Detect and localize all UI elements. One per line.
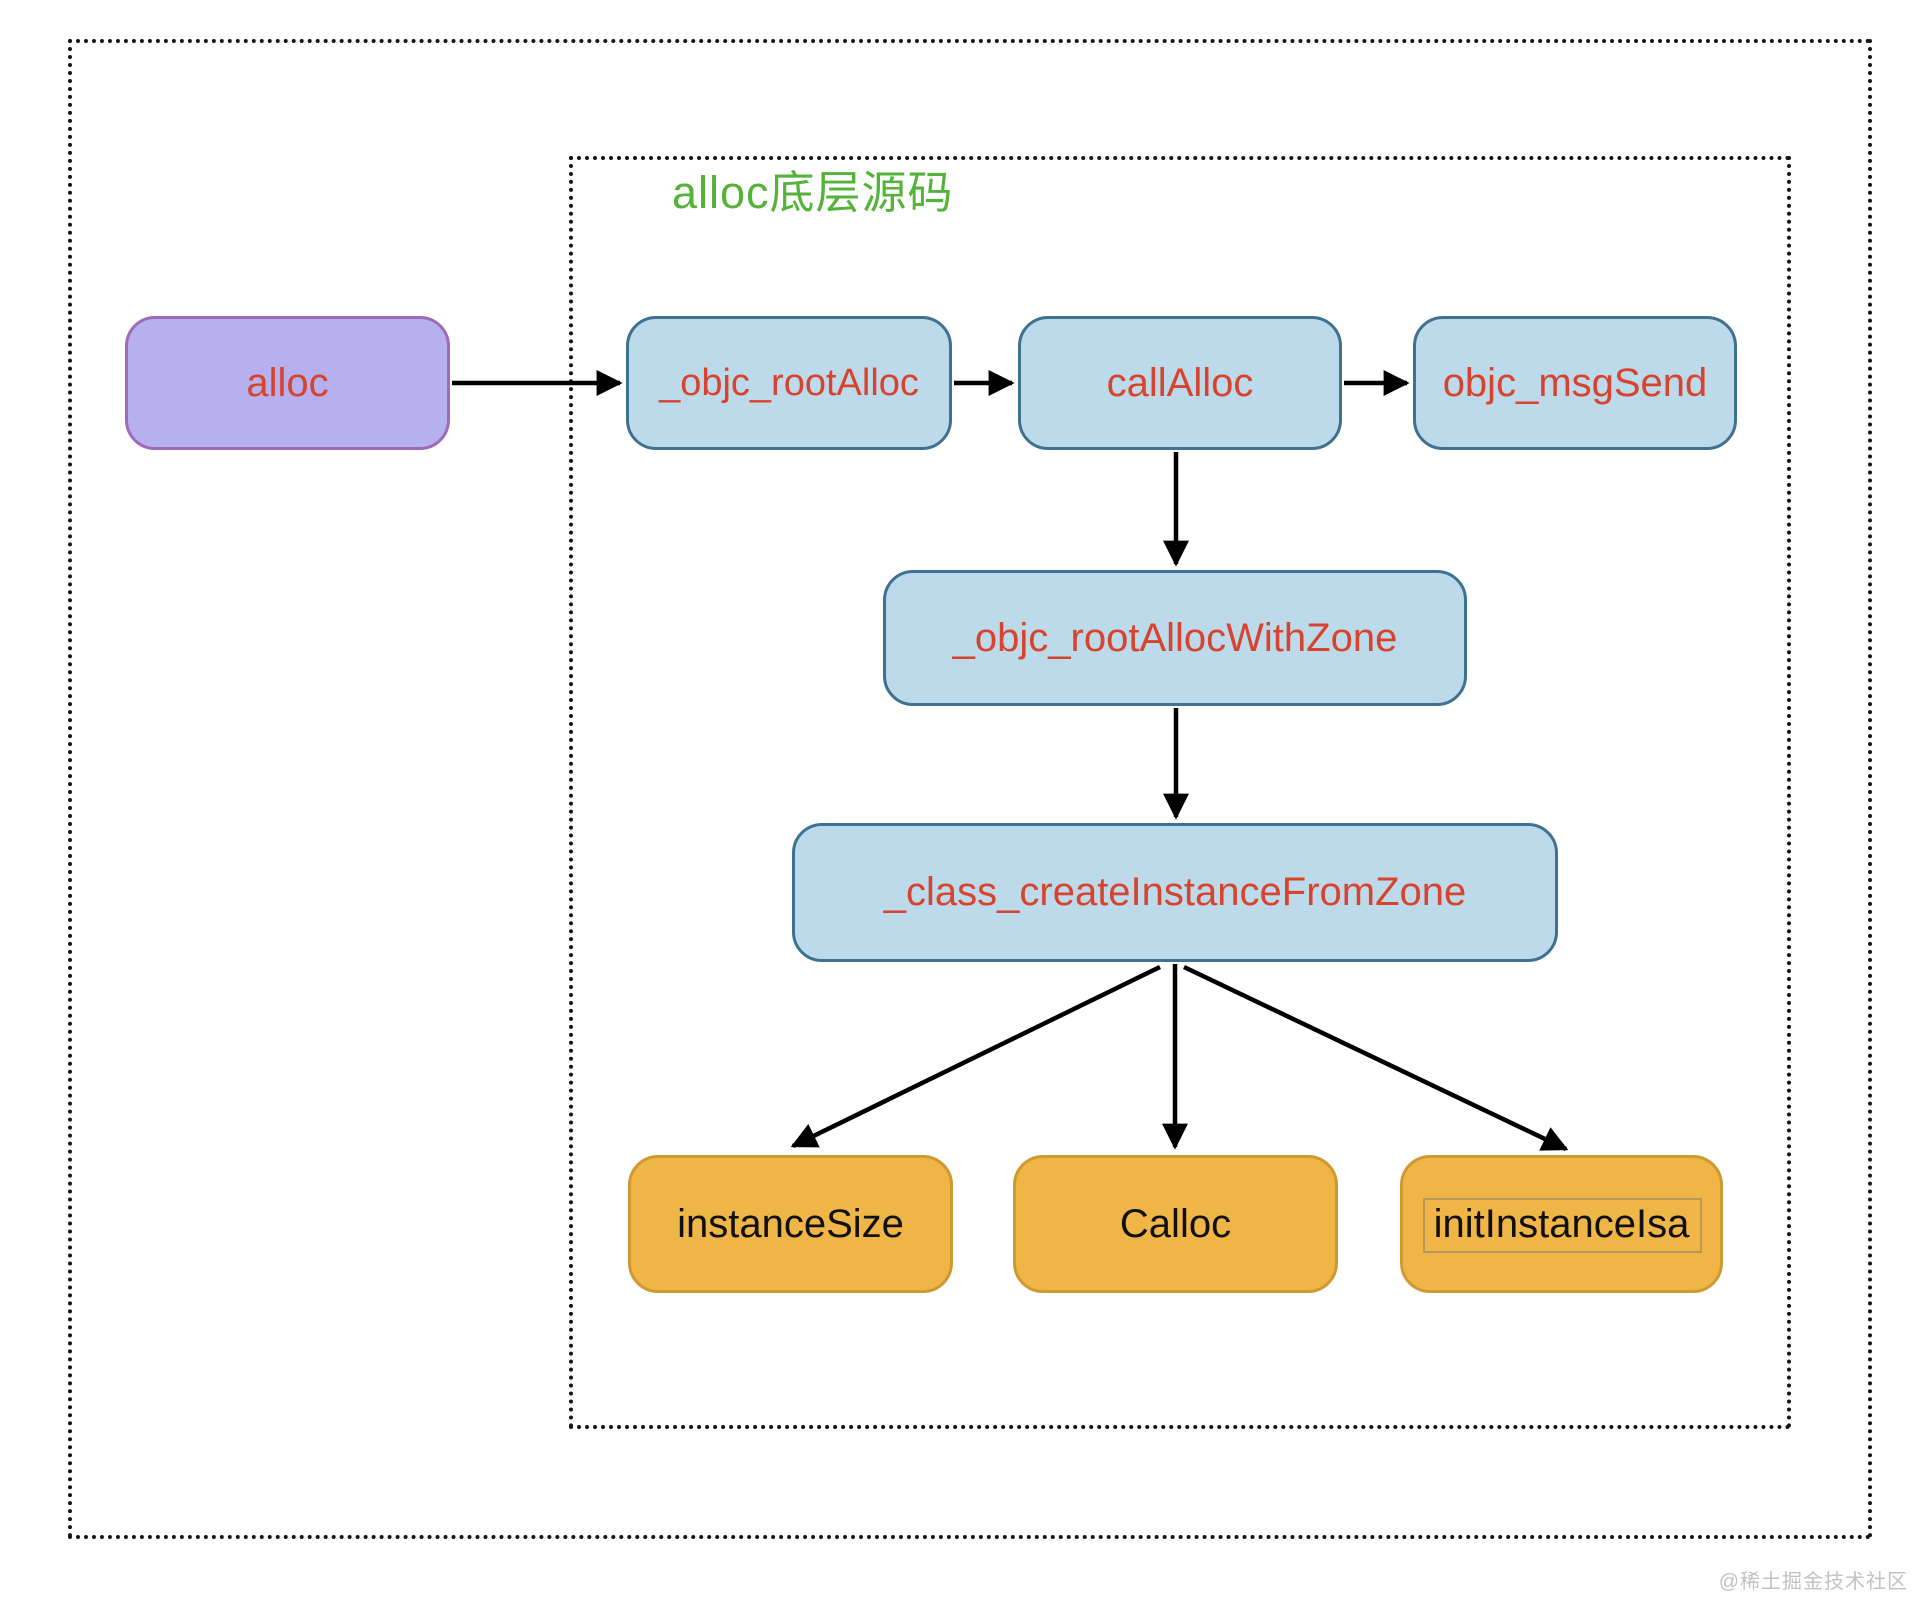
node-instancesize-label: instanceSize	[677, 1201, 904, 1246]
node-instancesize[interactable]: instanceSize	[628, 1155, 953, 1293]
node-objc-msgsend[interactable]: objc_msgSend	[1413, 316, 1737, 450]
node-objc-rootalloc-label: _objc_rootAlloc	[659, 361, 919, 404]
node-objc-rootallocwithzone-label: _objc_rootAllocWithZone	[952, 615, 1398, 660]
node-calloc[interactable]: Calloc	[1013, 1155, 1338, 1293]
arrow-createinstance-to-initisa	[1183, 964, 1569, 1152]
node-calloc-label: Calloc	[1119, 1201, 1232, 1246]
node-callalloc-label: callAlloc	[1106, 360, 1254, 405]
node-objc-msgsend-label: objc_msgSend	[1442, 360, 1708, 405]
arrow-createinstance-to-instancesize	[790, 964, 1161, 1149]
node-class-createinstancefromzone-label: _class_createInstanceFromZone	[883, 870, 1467, 914]
node-alloc-label: alloc	[246, 360, 329, 405]
node-objc-rootalloc[interactable]: _objc_rootAlloc	[626, 316, 952, 450]
node-initinstanceisa-label: initInstanceIsa	[1433, 1201, 1690, 1246]
node-class-createinstancefromzone[interactable]: _class_createInstanceFromZone	[792, 823, 1558, 962]
node-initinstanceisa[interactable]: initInstanceIsa	[1400, 1155, 1723, 1293]
node-objc-rootallocwithzone[interactable]: _objc_rootAllocWithZone	[883, 570, 1467, 706]
outer-dotted-frame	[68, 39, 1872, 1539]
node-callalloc[interactable]: callAlloc	[1018, 316, 1342, 450]
node-alloc[interactable]: alloc	[125, 316, 450, 450]
inner-dotted-frame	[569, 156, 1791, 1429]
diagram-title: alloc底层源码	[672, 167, 954, 218]
watermark: @稀土掘金技术社区	[1718, 1571, 1908, 1593]
